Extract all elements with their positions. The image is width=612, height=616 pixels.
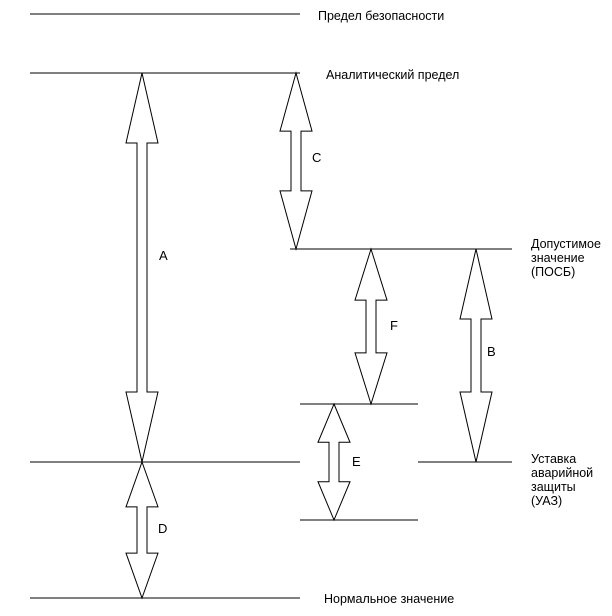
- margin-c-arrow: [279, 71, 313, 251]
- margin-d-label: D: [158, 521, 168, 536]
- analytical-limit-label: Аналитический предел: [326, 68, 460, 82]
- allowable-value-label: Допустимое значение (ПОСБ): [531, 237, 601, 279]
- margin-f-arrow: [354, 247, 388, 406]
- margin-e-arrow: [317, 402, 351, 522]
- safety-limit-label: Предел безопасности: [318, 9, 445, 23]
- margin-a-arrow: [125, 72, 159, 463]
- margin-d-arrow: [125, 460, 159, 600]
- margin-a-label: A: [159, 248, 168, 263]
- margin-b-arrow: [459, 248, 493, 463]
- normal-value-label: Нормальное значение: [324, 592, 455, 606]
- margin-c-label: C: [312, 150, 322, 165]
- margin-e-label: E: [352, 454, 361, 469]
- margin-b-label: B: [487, 344, 496, 359]
- trip-setpoint-label: Уставка аварийной защиты (УАЗ): [531, 452, 594, 508]
- margin-f-label: F: [390, 318, 398, 333]
